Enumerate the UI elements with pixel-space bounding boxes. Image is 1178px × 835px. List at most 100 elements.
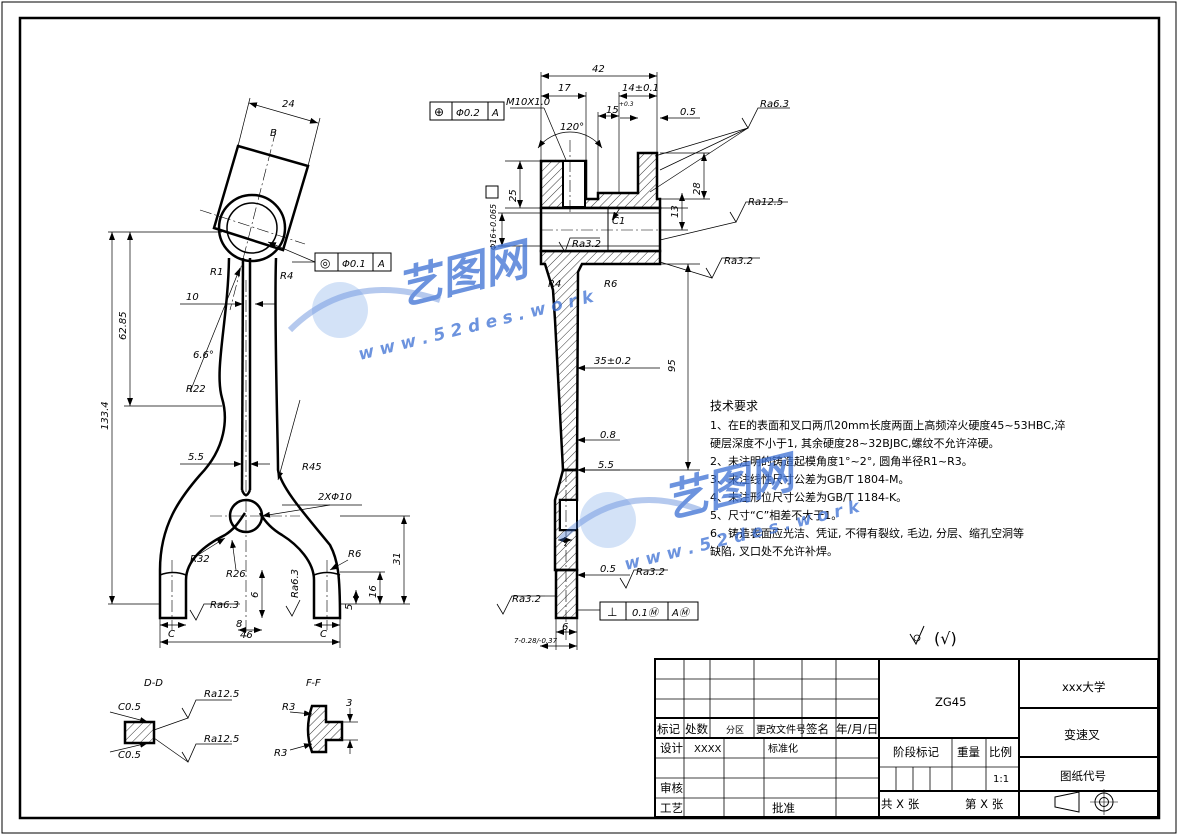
dim-5-5: 5.5 <box>188 452 204 463</box>
header-sign: 签名 <box>806 722 829 736</box>
header-count: 处数 <box>685 722 708 736</box>
drawing-number-label: 图纸代号 <box>1060 769 1106 783</box>
title-block-text: ZG45 xxx大学 变速叉 图纸代号 标记 处数 分区 更改文件号 签名 年/… <box>657 680 1106 815</box>
position-icon: ⊕ <box>434 105 444 119</box>
dim-r32: R32 <box>190 554 210 565</box>
section-dd-labels: D-D C0.5 C0.5 Ra12.5 Ra12.5 <box>118 678 239 761</box>
dim-6-side: 6 <box>562 622 568 633</box>
dim-phi16: Φ16+0.065 <box>489 204 498 250</box>
dim-0-8: 0.8 <box>600 430 616 441</box>
dim-r22: R22 <box>186 384 206 395</box>
label-scale: 比例 <box>989 745 1012 759</box>
dim-6: 6 <box>250 592 261 598</box>
section-dd-c05-bottom: C0.5 <box>118 750 141 761</box>
dim-24: 24 <box>282 99 295 110</box>
fcf-concentricity: ◎ Φ0.1 A <box>314 252 392 272</box>
header-date: 年/月/日 <box>836 722 878 736</box>
school-name: xxx大学 <box>1062 680 1105 694</box>
front-view-labels: 24 B 62.85 133.4 10 6.6° R22 R1 R4 5.5 R… <box>100 99 403 641</box>
sheet-number: 第 X 张 <box>965 797 1004 811</box>
dim-2x10: 2XΦ10 <box>318 492 352 503</box>
dim-15: 15 <box>606 105 619 116</box>
label-design: 设计 <box>660 741 683 755</box>
dim-r1: R1 <box>210 267 223 278</box>
watermark-cn: 艺图网 <box>392 233 538 316</box>
header-doc: 更改文件号 <box>756 723 806 736</box>
position-datum: A <box>491 108 499 119</box>
section-dd-ra-top: Ra12.5 <box>204 689 239 700</box>
dim-46: 46 <box>240 630 253 641</box>
general-roughness: (√) <box>909 625 957 648</box>
sheet-total: 共 X 张 <box>881 797 920 811</box>
fcf-position: ⊕ Φ0.2 A <box>429 101 505 121</box>
title-block <box>654 658 1159 818</box>
roughness-ra32-right: Ra3.2 <box>724 256 753 267</box>
header-mark: 标记 <box>657 722 680 736</box>
dim-16: 16 <box>368 585 379 598</box>
tech-line-5: 4、未注形位尺寸公差为GB/T 1184-K。 <box>710 490 907 504</box>
tech-line-7: 6、铸造表面应光洁、凭证, 不得有裂纹, 毛边, 分层、缩孔空洞等 <box>710 526 1024 540</box>
dim-r45: R45 <box>302 462 322 473</box>
roughness-ra63-h: Ra6.3 <box>210 600 239 611</box>
dim-0-5-low: 0.5 <box>600 564 616 575</box>
dim-r26: R26 <box>226 569 246 580</box>
section-ff-dim-3: 3 <box>346 698 352 709</box>
label-standard: 标准化 <box>768 742 798 755</box>
tech-line-8: 缺陷, 叉口处不允许补焊。 <box>710 544 838 558</box>
section-dd-title: D-D <box>144 678 163 689</box>
section-ff <box>289 704 358 754</box>
roughness-ra125: Ra12.5 <box>748 197 783 208</box>
tech-line-3: 2、未注明的铸造起模角度1°~2°, 圆角半径R1~R3。 <box>710 454 973 468</box>
dim-angle: 6.6° <box>193 350 214 361</box>
dim-c-right: C <box>320 629 327 640</box>
side-section-view <box>485 72 790 650</box>
part-name: 变速叉 <box>1064 727 1100 742</box>
roughness-note: (√) <box>934 629 957 648</box>
roughness-ra32-low: Ra3.2 <box>636 567 665 578</box>
label-stage: 阶段标记 <box>893 745 939 759</box>
perpendicular-icon: ⊥ <box>607 605 617 619</box>
label-approve: 批准 <box>772 801 795 815</box>
technical-requirements: 技术要求 1、在E的表面和叉口两爪20mm长度两面上高频淬火硬度45~53HBC… <box>710 399 1065 558</box>
dim-25: 25 <box>508 189 519 202</box>
section-ff-labels: F-F R3 R3 3 <box>274 678 352 759</box>
section-ff-r3-top: R3 <box>282 702 295 713</box>
dim-14: 14±0.1 <box>622 83 659 94</box>
tech-title: 技术要求 <box>710 399 758 413</box>
tech-line-1: 1、在E的表面和叉口两爪20mm长度两面上高频淬火硬度45~53HBC,淬 <box>710 418 1065 432</box>
side-section-labels: 42 17 14±0.1 15 +0.3 M10X1.0 120° 0.5 25… <box>489 64 789 645</box>
material: ZG45 <box>935 695 966 709</box>
header-zone: 分区 <box>726 725 744 736</box>
dim-10: 10 <box>186 292 199 303</box>
designer-name: XXXX <box>694 744 722 755</box>
dim-17: 17 <box>558 83 571 94</box>
fcf-perpendicular: ⊥ 0.1Ⓜ AⓂ <box>577 601 699 621</box>
position-value: Φ0.2 <box>456 108 480 119</box>
perpendicular-value: 0.1Ⓜ <box>632 607 660 619</box>
dim-r6-side: R6 <box>604 279 617 290</box>
tech-line-4: 3、未注线性尺寸公差为GB/T 1804-M。 <box>710 472 909 486</box>
dim-c-left: C <box>168 629 175 640</box>
dim-m10: M10X1.0 <box>506 97 550 108</box>
dim-13: 13 <box>670 205 681 218</box>
tech-line-6: 5、尺寸“C”相差不大于1。 <box>710 508 842 522</box>
section-ff-r3-bottom: R3 <box>274 748 287 759</box>
dim-0-5-top: 0.5 <box>680 107 696 118</box>
label-process: 工艺 <box>660 801 683 815</box>
section-dd <box>109 699 232 763</box>
dim-r6: R6 <box>348 549 361 560</box>
dim-7-tol: 7-0.28/-0.37 <box>514 637 558 645</box>
dim-133-4: 133.4 <box>100 401 111 430</box>
front-view <box>108 97 410 648</box>
dim-r4-side: R4 <box>548 279 561 290</box>
dim-31: 31 <box>392 552 403 565</box>
tech-line-2: 硬层深度不小于1, 其余硬度28~32BJBC,螺纹不允许淬硬。 <box>710 436 1000 450</box>
dim-62-85: 62.85 <box>118 311 129 340</box>
dim-15-tol: +0.3 <box>619 101 634 108</box>
concentricity-datum: A <box>377 259 385 270</box>
scale-value: 1:1 <box>993 774 1009 785</box>
dim-95: 95 <box>667 359 678 372</box>
label-review: 审核 <box>660 781 683 795</box>
roughness-ra32-left: Ra3.2 <box>512 594 541 605</box>
